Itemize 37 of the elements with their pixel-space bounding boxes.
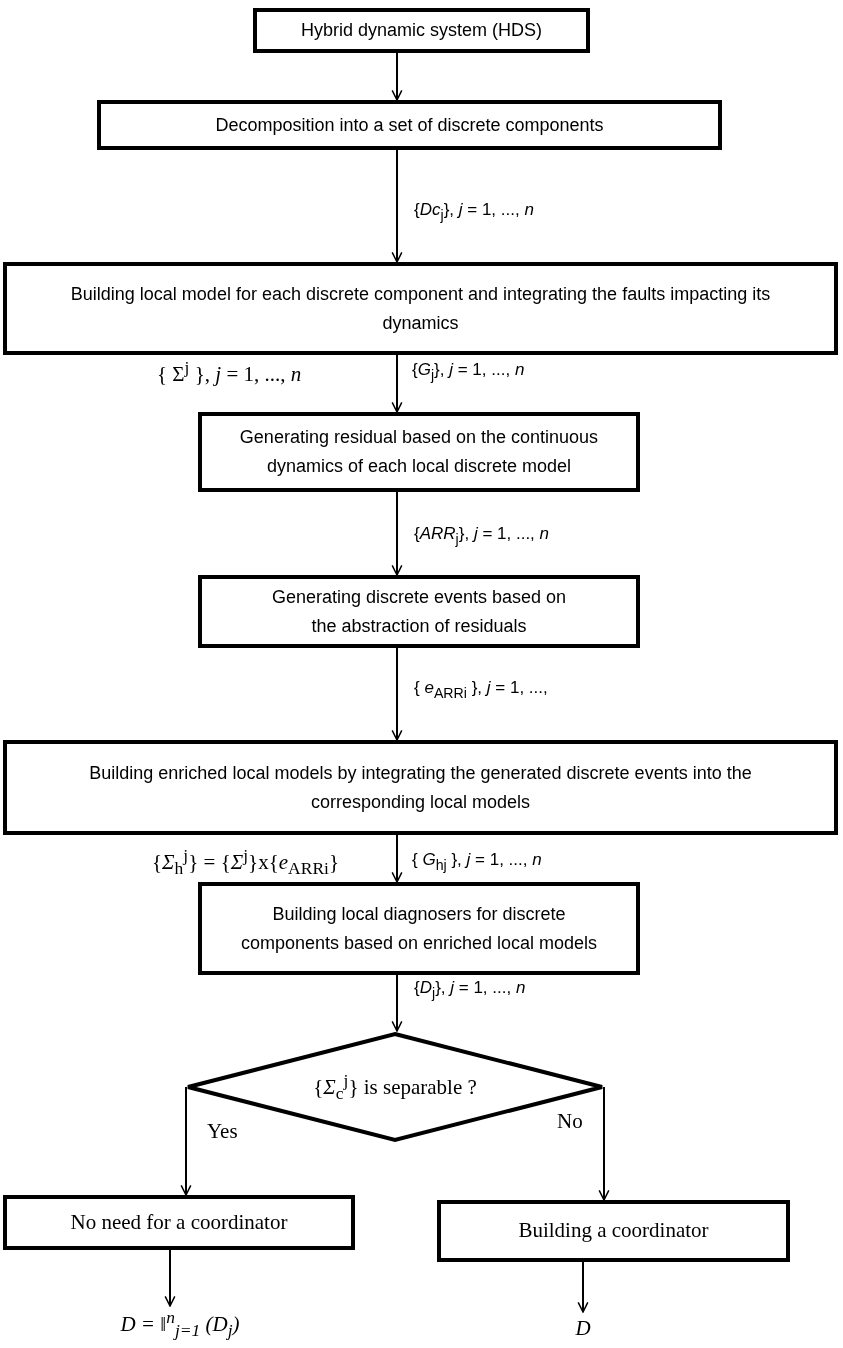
node-text: No need for a coordinator: [70, 1208, 288, 1236]
arrow: [164, 1249, 176, 1307]
arrow: [391, 149, 403, 263]
arrow: [391, 647, 403, 741]
edge-label: {ARR$_{j}$}, j = 1, ..., n: [412, 524, 551, 548]
process-box: [198, 412, 640, 492]
node-text: Building local model for each discrete component and integrating the faults impacting its dynamics: [69, 282, 772, 335]
node-text: Decomposition into a set of discrete components: [215, 113, 604, 137]
arrow: [391, 52, 403, 101]
arrow: [180, 1086, 192, 1196]
edge-label: {Dc$_{j}$}, j = 1, ..., n: [412, 200, 536, 224]
arrow: [391, 834, 403, 883]
node-text: {Σ$_{c}$$^{j}$} is separable ?: [313, 1069, 477, 1105]
edge-label: {G$_{j}$}, j = 1, ..., n: [410, 360, 527, 384]
node-text: D = ‖$^{n}$$_{j=1}$ (D$_{j}$): [120, 1306, 240, 1342]
arrow: [577, 1261, 589, 1313]
node-text: Generating discrete events based on the abstraction of residuals: [270, 585, 568, 638]
edge-label: { G$_{hj}$ }, j = 1, ..., n: [410, 850, 544, 874]
node-text: Generating residual based on the continuous dynamics of each local discrete model: [238, 426, 600, 478]
process-box: [437, 1200, 790, 1262]
node-text: Building local diagnosers for discrete components based on enriched local models: [239, 902, 599, 955]
arrow: [598, 1086, 610, 1201]
process-box: [97, 100, 722, 150]
node-text: D: [575, 1315, 591, 1341]
edge-label: {D$_{j}$}, j = 1, ..., n: [412, 978, 528, 1002]
process-box: [253, 8, 590, 53]
node-text: Building enriched local models by integrating the generated discrete events into the corresponding local models: [88, 761, 753, 814]
arrow: [391, 491, 403, 576]
process-box: [198, 882, 640, 975]
arrow: [391, 974, 403, 1032]
process-box: [198, 575, 640, 648]
process-box: [3, 740, 838, 835]
node-text: Building a coordinator: [518, 1217, 709, 1245]
process-box: [3, 1195, 355, 1250]
node-text: Hybrid dynamic system (HDS): [300, 19, 542, 43]
arrow: [391, 354, 403, 413]
process-box: [3, 262, 838, 355]
